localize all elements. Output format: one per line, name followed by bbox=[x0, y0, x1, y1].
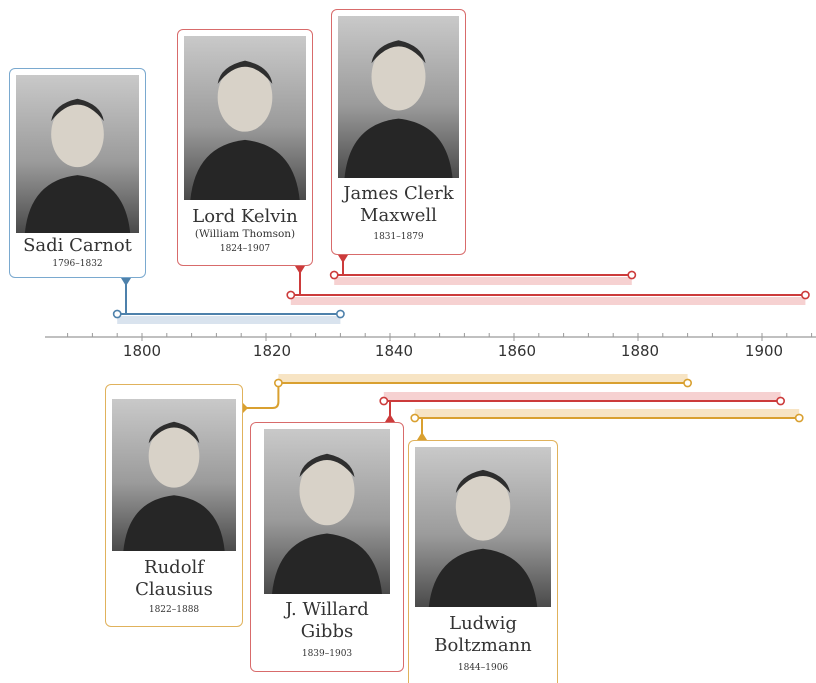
end-marker-kelvin bbox=[801, 290, 810, 300]
lifespan-band-kelvin bbox=[290, 297, 806, 305]
start-marker-carnot bbox=[112, 309, 122, 319]
card-boltzmann: Ludwig Boltzmann 1844–1906 bbox=[408, 440, 558, 683]
name-maxwell-line2: Maxwell bbox=[360, 205, 437, 226]
dates-gibbs: 1839–1903 bbox=[301, 649, 353, 659]
tick-label-1820: 1820 bbox=[252, 342, 292, 360]
lifespan-band-maxwell bbox=[334, 277, 632, 285]
dates-kelvin: 1824–1907 bbox=[219, 244, 271, 254]
end-marker-boltzmann bbox=[794, 413, 804, 423]
portrait-silhouette bbox=[344, 40, 453, 178]
card-carnot: Sadi Carnot 1796–1832 bbox=[9, 68, 146, 278]
end-marker-carnot bbox=[335, 309, 345, 319]
lifespan-band-gibbs bbox=[383, 392, 781, 400]
name-maxwell-line1: James Clerk bbox=[343, 183, 454, 204]
end-marker-clausius bbox=[683, 378, 692, 388]
card-clausius: Rudolf Clausius 1822–1888 bbox=[105, 384, 243, 627]
tick-label-1840: 1840 bbox=[374, 342, 414, 360]
tick-label-1860: 1860 bbox=[497, 342, 537, 360]
pointer-clausius bbox=[243, 403, 248, 413]
portrait-carnot bbox=[16, 75, 139, 233]
portrait-boltzmann bbox=[415, 447, 551, 607]
lifespan-band-carnot bbox=[117, 316, 341, 324]
pointer-gibbs bbox=[385, 414, 395, 422]
end-marker-gibbs bbox=[776, 396, 785, 406]
tick-label-1800: 1800 bbox=[122, 342, 162, 360]
name-clausius-line1: Rudolf bbox=[144, 557, 204, 578]
portrait-kelvin bbox=[184, 36, 306, 200]
card-gibbs: J. Willard Gibbs 1839–1903 bbox=[250, 422, 404, 672]
pointer-carnot bbox=[121, 278, 131, 286]
dates-carnot: 1796–1832 bbox=[52, 259, 103, 269]
name-gibbs-line1: J. Willard bbox=[285, 599, 369, 620]
portrait-silhouette bbox=[272, 453, 382, 594]
dates-maxwell: 1831–1879 bbox=[373, 232, 424, 242]
start-marker-boltzmann bbox=[410, 413, 420, 423]
name-boltzmann-line2: Boltzmann bbox=[434, 635, 532, 656]
card-kelvin: Lord Kelvin (William Thomson) 1824–1907 bbox=[177, 29, 313, 266]
lifespan-band-boltzmann bbox=[414, 409, 800, 417]
portrait-clausius bbox=[112, 399, 236, 551]
name-kelvin: Lord Kelvin bbox=[192, 206, 298, 227]
portrait-maxwell bbox=[338, 16, 459, 178]
name-clausius-line2: Clausius bbox=[135, 579, 213, 600]
dates-clausius: 1822–1888 bbox=[148, 605, 200, 615]
start-marker-clausius bbox=[273, 378, 283, 388]
name-gibbs-line2: Gibbs bbox=[300, 621, 354, 642]
portrait-silhouette bbox=[428, 469, 538, 607]
pointer-boltzmann bbox=[417, 432, 427, 440]
name-carnot: Sadi Carnot bbox=[23, 235, 132, 256]
tick-label-1880: 1880 bbox=[620, 342, 660, 360]
portrait-silhouette bbox=[123, 421, 225, 551]
portrait-silhouette bbox=[24, 98, 131, 233]
pointer-kelvin bbox=[295, 266, 305, 274]
start-marker-kelvin bbox=[286, 290, 296, 300]
portrait-silhouette bbox=[190, 60, 300, 200]
name-boltzmann-line1: Ludwig bbox=[449, 613, 517, 634]
start-marker-gibbs bbox=[379, 396, 389, 406]
end-marker-maxwell bbox=[627, 270, 637, 280]
portrait-gibbs bbox=[264, 429, 390, 594]
start-marker-maxwell bbox=[329, 270, 339, 280]
alias-kelvin: (William Thomson) bbox=[194, 228, 296, 240]
tick-label-1900: 1900 bbox=[744, 342, 784, 360]
card-maxwell: James Clerk Maxwell 1831–1879 bbox=[331, 9, 466, 255]
dates-boltzmann: 1844–1906 bbox=[457, 663, 509, 673]
connector-clausius bbox=[243, 383, 280, 409]
pointer-maxwell bbox=[338, 255, 348, 263]
lifespan-band-clausius bbox=[278, 374, 688, 382]
